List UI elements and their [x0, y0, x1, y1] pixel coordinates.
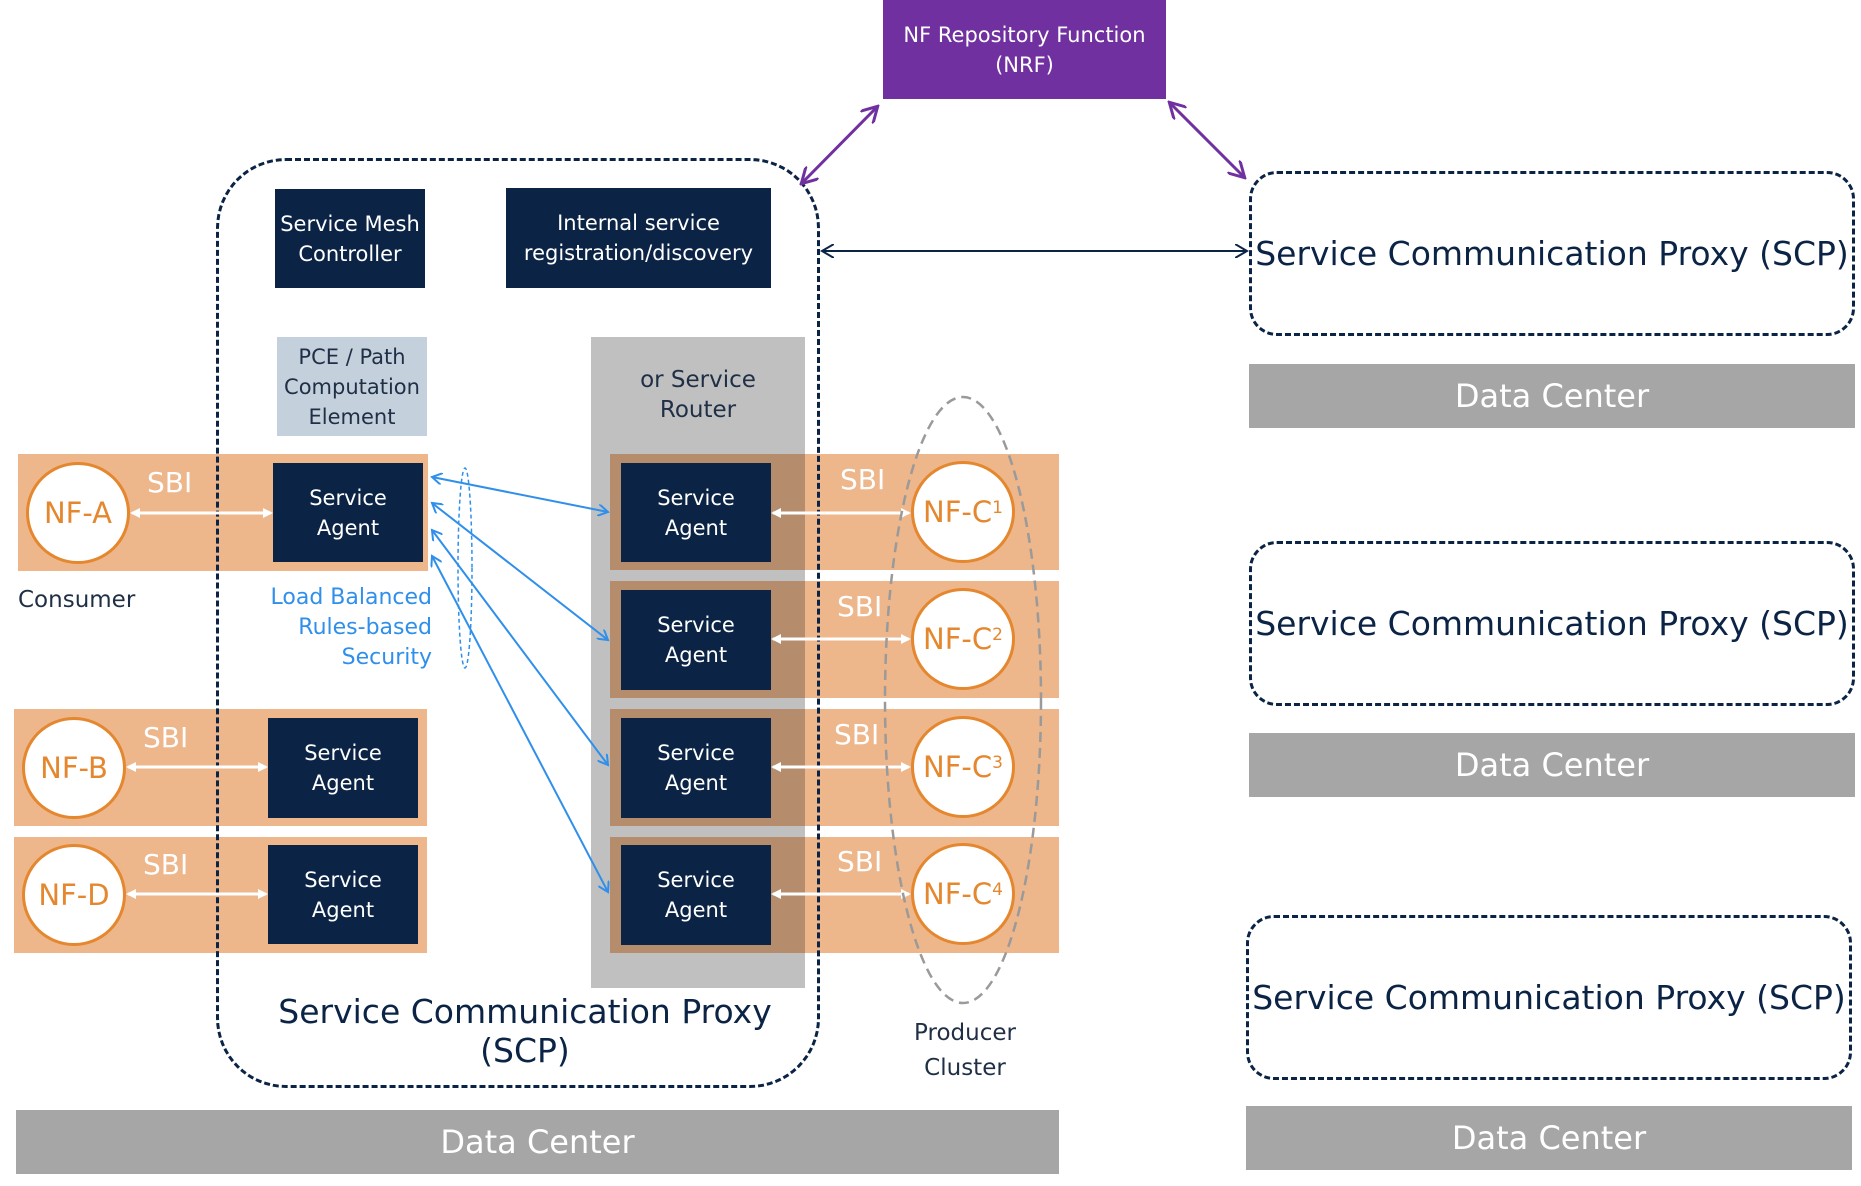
sbi-label-c4: SBI	[837, 845, 883, 878]
nf-c3-name: NF-C	[923, 750, 993, 784]
service-router-label: or Service Router	[640, 367, 756, 423]
service-mesh-controller: Service Mesh Controller	[275, 189, 425, 288]
service-agent-a: Service Agent	[273, 463, 423, 562]
producer-cluster-label: Producer Cluster	[914, 1020, 1016, 1081]
main-scp-boundary	[216, 158, 820, 1088]
service-agent-d: Service Agent	[268, 845, 418, 944]
nf-c1-name: NF-C	[923, 495, 993, 529]
main-scp-label: Service Communication Proxy (SCP)	[278, 992, 772, 1070]
nf-c2-name: NF-C	[923, 622, 993, 656]
nf-c4-name: NF-C	[923, 877, 993, 911]
service-agent-c3: Service Agent	[621, 718, 771, 818]
consumer-label: Consumer	[18, 587, 136, 613]
sbi-label-a: SBI	[147, 466, 193, 499]
nf-b-node: NF-B	[22, 717, 126, 819]
internal-service-registry: Internal service registration/discovery	[506, 188, 771, 288]
pce-box: PCE / Path Computation Element	[277, 337, 427, 436]
data-center-main: Data Center	[16, 1110, 1059, 1174]
nf-a-node: NF-A	[26, 462, 130, 564]
data-center-3: Data Center	[1246, 1106, 1852, 1170]
remote-scp-1: Service Communication Proxy (SCP)	[1249, 171, 1855, 336]
remote-scp-2: Service Communication Proxy (SCP)	[1249, 541, 1855, 706]
remote-scp-3: Service Communication Proxy (SCP)	[1246, 915, 1852, 1080]
sbi-label-c1: SBI	[840, 463, 886, 496]
service-agent-b: Service Agent	[268, 718, 418, 818]
data-center-2: Data Center	[1249, 733, 1855, 797]
service-agent-c4: Service Agent	[621, 845, 771, 945]
nf-c4-index: 4	[992, 880, 1003, 900]
nf-c3-index: 3	[992, 753, 1003, 773]
nf-c1-index: 1	[992, 498, 1003, 518]
sbi-label-c2: SBI	[837, 590, 883, 623]
sbi-label-d: SBI	[143, 848, 189, 881]
load-balanced-label: Load Balanced Rules-based Security	[270, 585, 432, 670]
nf-c2-index: 2	[992, 625, 1003, 645]
nrf-box: NF Repository Function (NRF)	[883, 0, 1166, 99]
service-agent-c2: Service Agent	[621, 590, 771, 690]
nf-d-node: NF-D	[22, 844, 126, 946]
sbi-label-b: SBI	[143, 721, 189, 754]
data-center-1: Data Center	[1249, 364, 1855, 428]
sbi-label-c3: SBI	[834, 718, 880, 751]
service-agent-c1: Service Agent	[621, 463, 771, 562]
